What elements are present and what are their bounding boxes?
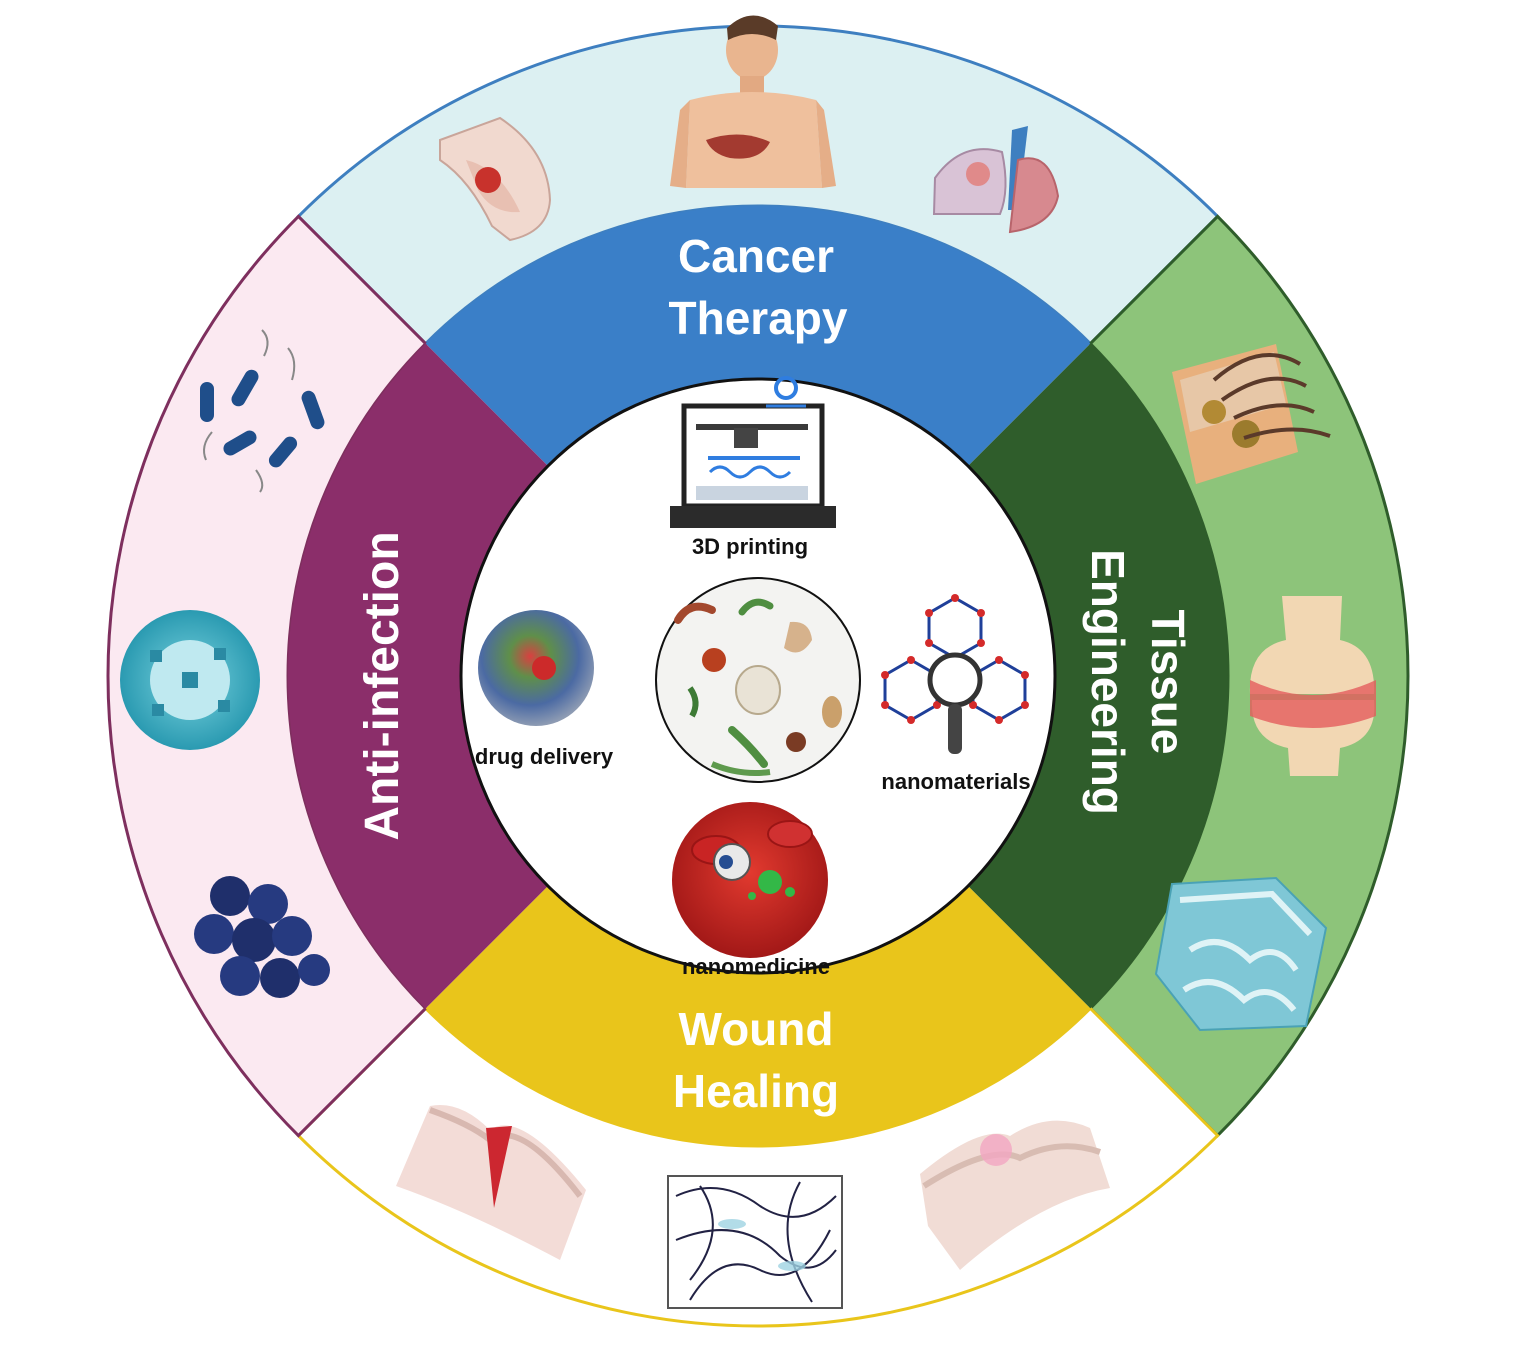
3d-printer-icon [670, 376, 836, 528]
outer-ring [106, 24, 1410, 1328]
lattice-atom [881, 701, 890, 709]
lattice-atom [976, 609, 985, 617]
lattice-atom [932, 701, 941, 709]
drug-delivery-label: drug delivery [475, 744, 614, 769]
lattice-atom [1020, 671, 1029, 679]
lattice-atom [881, 671, 890, 679]
tissue-band [968, 343, 1228, 1009]
nanomedicine-bloodstream-icon [672, 802, 828, 958]
nanomedicine-label: nanomedicine [682, 954, 830, 979]
wound-title-line1: Wound [679, 1003, 834, 1055]
lattice-atom [951, 594, 959, 602]
cocci-cluster-icon [194, 876, 330, 998]
scaffold-cube-icon [1154, 876, 1328, 1032]
cancer-title-line1: Cancer [678, 230, 834, 282]
lattice-atom [925, 639, 934, 647]
herbal-medicine-icon [655, 577, 861, 783]
magnifier-icon [927, 652, 983, 754]
wound-title-line2: Healing [673, 1065, 839, 1117]
virus-icon [120, 610, 260, 750]
lattice-atom [995, 656, 1003, 664]
skin-hair-icon [1172, 344, 1331, 484]
human-torso-icon [670, 15, 836, 188]
tissue-title-line1: Tissue [1142, 610, 1194, 755]
lattice-atom [969, 701, 978, 709]
infection-band [288, 343, 548, 1009]
healing-skin-icon [920, 1120, 1110, 1270]
drug-delivery-nanoparticle-icon [478, 610, 594, 726]
lattice-atom [976, 639, 985, 647]
tissue-title-line2: Engineering [1082, 549, 1134, 815]
band-ring [288, 206, 1228, 1146]
wound-band [425, 886, 1091, 1146]
cancer-band [425, 206, 1091, 466]
wound-cut-icon [396, 1105, 586, 1260]
lattice-atom [1020, 701, 1029, 709]
cancer-title-line2: Therapy [669, 292, 848, 344]
lattice-atom [995, 716, 1003, 724]
fiber-mesh-icon [667, 1175, 843, 1309]
bacteria-rods-icon [200, 329, 325, 493]
nanomaterials-label: nanomaterials [881, 769, 1030, 794]
lung-tumor-icon [932, 126, 1060, 234]
printing-label: 3D printing [692, 534, 808, 559]
breast-tumor-icon [439, 116, 552, 242]
lattice-atom [907, 716, 915, 724]
lattice-atom [907, 656, 915, 664]
infection-title: Anti-infection [356, 531, 409, 840]
lattice-atom [925, 609, 934, 617]
knee-joint-icon [1249, 596, 1376, 776]
